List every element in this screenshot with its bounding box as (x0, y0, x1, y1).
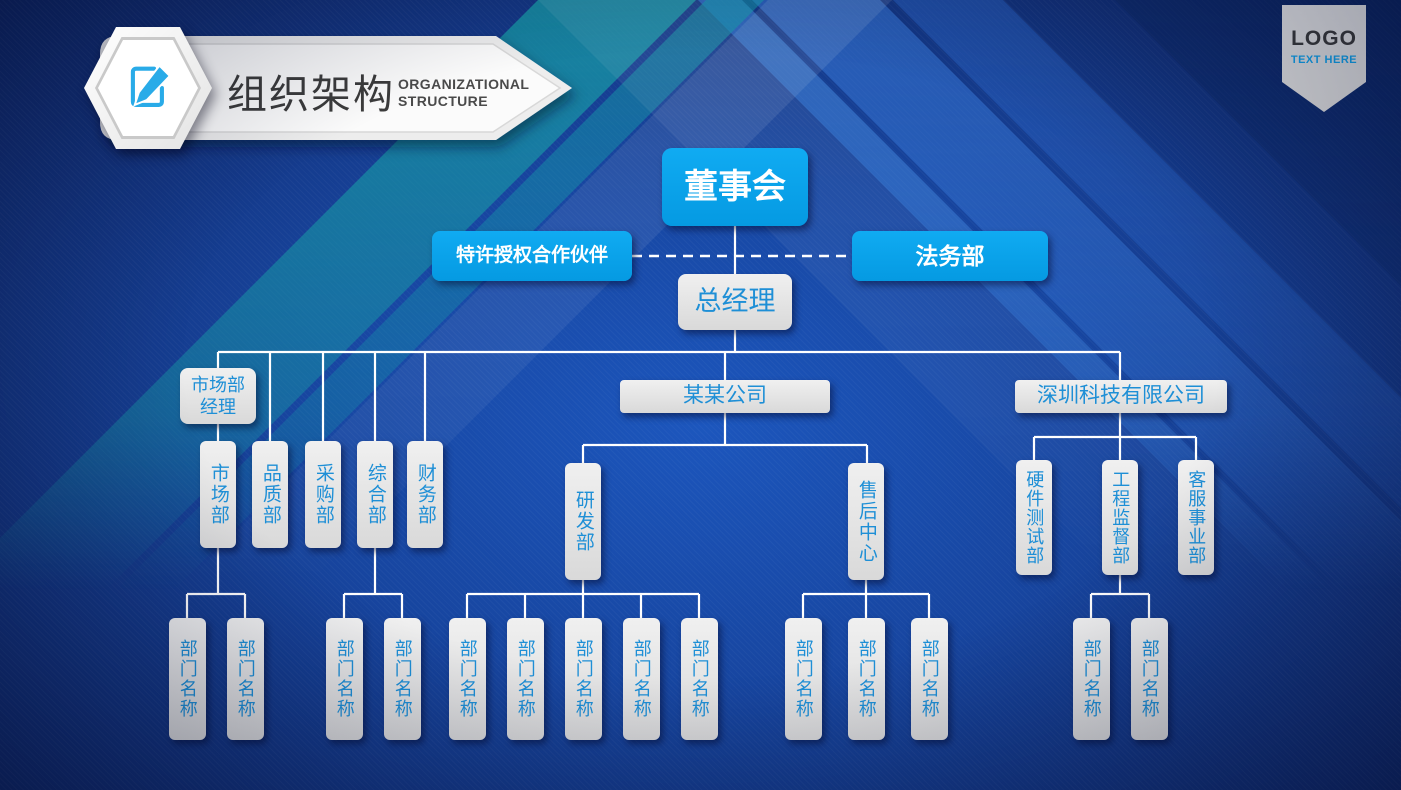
org-leaf-dept-name: 部门名称 (785, 618, 822, 740)
org-node-label: 工程监督部 (1110, 470, 1131, 565)
org-node-label: 部门名称 (689, 639, 710, 719)
org-node-label: 售后中心 (855, 479, 877, 564)
org-node-purchasing-dept: 采购部 (305, 441, 341, 548)
org-node-label: 部门名称 (334, 639, 355, 719)
page-subtitle-line1: ORGANIZATIONAL (398, 76, 530, 92)
org-node-quality-dept: 品质部 (252, 441, 288, 548)
edit-pencil-document-icon (130, 64, 172, 107)
org-node-label: 品质部 (259, 463, 281, 526)
org-leaf-dept-name: 部门名称 (848, 618, 885, 740)
org-node-label: 部门名称 (573, 639, 594, 719)
org-leaf-dept-name: 部门名称 (384, 618, 421, 740)
page-subtitle: ORGANIZATIONAL STRUCTURE (398, 76, 529, 110)
org-node-label: 某某公司 (683, 384, 767, 408)
org-leaf-dept-name: 部门名称 (681, 618, 718, 740)
org-node-label: 客服事业部 (1186, 470, 1207, 565)
org-node-label: 部门名称 (1139, 639, 1160, 719)
org-leaf-dept-name: 部门名称 (227, 618, 264, 740)
org-node-label: 研发部 (572, 490, 594, 553)
org-node-general-manager: 总经理 (678, 274, 792, 330)
org-node-label: 法务部 (915, 242, 985, 269)
org-node-engineering-supervision-dept: 工程监督部 (1102, 460, 1138, 575)
org-node-marketing-dept: 市场部 (200, 441, 236, 548)
page-subtitle-line2: STRUCTURE (398, 93, 488, 109)
org-node-hardware-test-dept: 硬件测试部 (1016, 460, 1052, 575)
org-leaf-dept-name: 部门名称 (623, 618, 660, 740)
org-node-label: 市场部 (207, 463, 229, 526)
page-title: 组织架构 (227, 73, 395, 117)
org-node-aftersales-center: 售后中心 (848, 463, 884, 580)
title-hexagon-badge (84, 27, 212, 149)
org-node-label: 总经理 (694, 286, 776, 317)
org-node-label: 硬件测试部 (1024, 470, 1045, 565)
org-node-label: 市场部经理 (191, 374, 245, 418)
org-node-label: 部门名称 (235, 639, 256, 719)
org-node-label: 部门名称 (793, 639, 814, 719)
logo-text: LOGO (1291, 27, 1357, 50)
org-leaf-dept-name: 部门名称 (326, 618, 363, 740)
org-leaf-dept-name: 部门名称 (911, 618, 948, 740)
org-node-label: 部门名称 (457, 639, 478, 719)
org-node-company-2: 深圳科技有限公司 (1015, 380, 1227, 413)
org-node-franchise-partner: 特许授权合作伙伴 (432, 231, 632, 281)
org-node-customer-service-dept: 客服事业部 (1178, 460, 1214, 575)
org-node-general-affairs-dept: 综合部 (357, 441, 393, 548)
org-node-finance-dept: 财务部 (407, 441, 443, 548)
org-leaf-dept-name: 部门名称 (1073, 618, 1110, 740)
org-node-label: 部门名称 (1081, 639, 1102, 719)
org-node-marketing-manager: 市场部经理 (180, 368, 256, 424)
org-node-label: 采购部 (312, 463, 334, 526)
org-node-label: 深圳科技有限公司 (1037, 384, 1205, 408)
org-node-label: 特许授权合作伙伴 (455, 245, 608, 267)
org-node-label: 综合部 (364, 463, 386, 526)
org-leaf-dept-name: 部门名称 (507, 618, 544, 740)
title-banner (100, 36, 572, 140)
org-node-label: 董事会 (684, 167, 786, 206)
org-node-label: 部门名称 (515, 639, 536, 719)
org-node-label: 部门名称 (631, 639, 652, 719)
org-node-label: 财务部 (414, 463, 436, 526)
org-leaf-dept-name: 部门名称 (449, 618, 486, 740)
org-node-label: 部门名称 (392, 639, 413, 719)
org-node-label: 部门名称 (856, 639, 877, 719)
org-node-rd-dept: 研发部 (565, 463, 601, 580)
org-leaf-dept-name: 部门名称 (169, 618, 206, 740)
org-node-company-1: 某某公司 (620, 380, 830, 413)
org-leaf-dept-name: 部门名称 (1131, 618, 1168, 740)
org-node-label: 部门名称 (177, 639, 198, 719)
logo-tagline: TEXT HERE (1290, 54, 1358, 66)
org-node-label: 部门名称 (919, 639, 940, 719)
org-node-board: 董事会 (662, 148, 808, 226)
org-leaf-dept-name: 部门名称 (565, 618, 602, 740)
org-node-legal-dept: 法务部 (852, 231, 1048, 281)
